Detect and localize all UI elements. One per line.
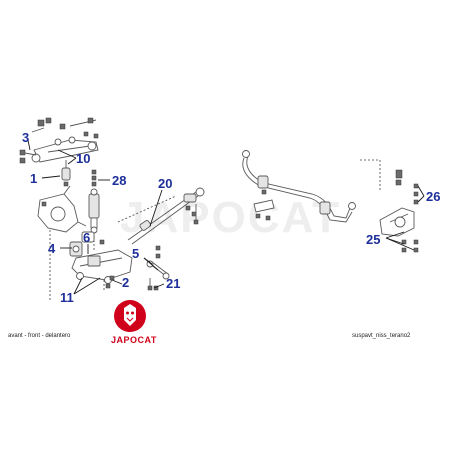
- watermark-text: JAPOCAT: [120, 193, 341, 242]
- callout-25: 25: [366, 232, 380, 247]
- cat-mark-icon: [124, 304, 136, 326]
- ball-joint-upper: [61, 160, 71, 187]
- logo-text: JAPOCAT: [111, 335, 157, 345]
- callout-26: 26: [426, 189, 440, 204]
- stabilizer-bracket: [379, 169, 419, 253]
- caption-code: suspavt_niss_terano2: [352, 333, 411, 339]
- callout-5: 5: [132, 246, 139, 261]
- callout-11: 11: [60, 290, 74, 305]
- caption-front: avant - front - delantero: [8, 333, 71, 339]
- tension-rod: [127, 187, 205, 245]
- callout-6: 6: [83, 230, 90, 245]
- leader-lines: [27, 139, 425, 295]
- callout-28: 28: [112, 173, 126, 188]
- callout-2: 2: [122, 275, 129, 290]
- stabilizer-bar: [242, 150, 356, 223]
- shock-absorber: [88, 169, 100, 234]
- upper-control-arm: [31, 136, 99, 163]
- callouts: 3 10 1 28 20 6 4 5 2 21 11 26 25: [22, 130, 440, 305]
- upper-arm-hardware: [19, 117, 99, 164]
- callout-1: 1: [30, 171, 37, 186]
- callout-10: 10: [76, 151, 90, 166]
- steering-knuckle: [37, 185, 87, 233]
- callout-3: 3: [22, 130, 29, 145]
- japocat-logo: JAPOCAT: [111, 300, 157, 345]
- callout-21: 21: [166, 276, 180, 291]
- ref-line-rod: [117, 195, 177, 223]
- callout-4: 4: [48, 241, 56, 256]
- ref-line-right: [360, 159, 381, 190]
- callout-20: 20: [158, 176, 172, 191]
- lower-control-arm: [69, 231, 133, 289]
